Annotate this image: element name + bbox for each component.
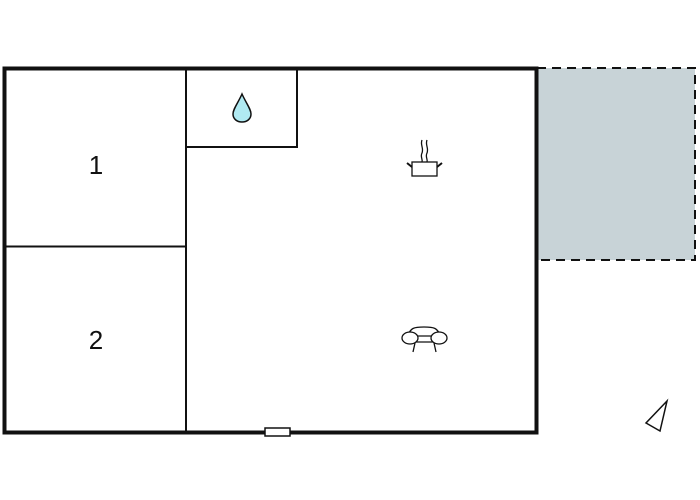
window	[264, 427, 291, 437]
room-label-2: 2	[89, 325, 103, 355]
water-drop-icon	[232, 92, 252, 123]
cooking-pot-icon	[406, 139, 443, 177]
terrace	[537, 67, 696, 261]
north-arrow-icon	[644, 398, 669, 433]
bathroom-walls	[186, 69, 298, 148]
room-label-1: 1	[89, 150, 103, 180]
outer-wall	[2, 66, 539, 435]
armchair-icon	[401, 326, 448, 353]
